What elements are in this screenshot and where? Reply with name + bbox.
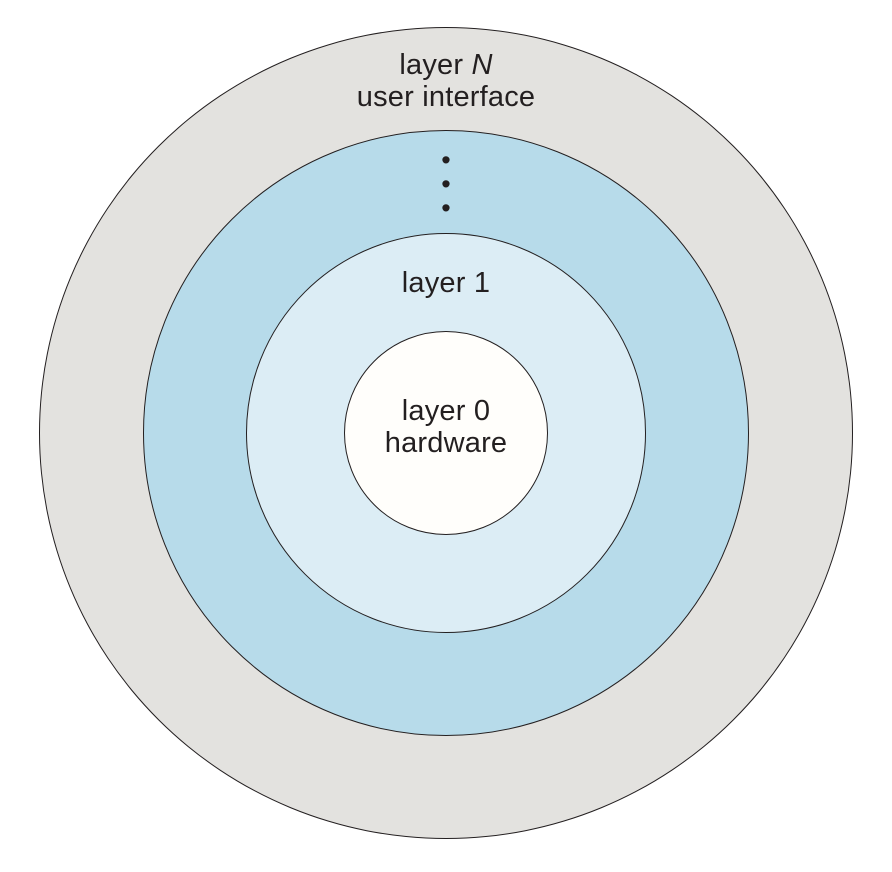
ellipsis-dot: •: [441, 193, 451, 223]
layer-n-label: layer N user interface: [0, 49, 892, 113]
circle-layer-0: [344, 331, 548, 535]
vertical-ellipsis-icon: • • •: [0, 145, 892, 223]
ellipsis-dot: •: [441, 145, 451, 175]
ellipsis-dot: •: [441, 169, 451, 199]
layer-n-variable: N: [471, 49, 493, 81]
layer-0-title: layer 0: [401, 395, 491, 427]
layer-1-label: layer 1: [401, 267, 491, 299]
layer-0-label: layer 0 hardware: [0, 395, 892, 459]
layer-n-sublabel: user interface: [356, 81, 536, 113]
layer-0-sublabel: hardware: [384, 427, 508, 459]
layer-n-title: layer N: [399, 49, 493, 81]
